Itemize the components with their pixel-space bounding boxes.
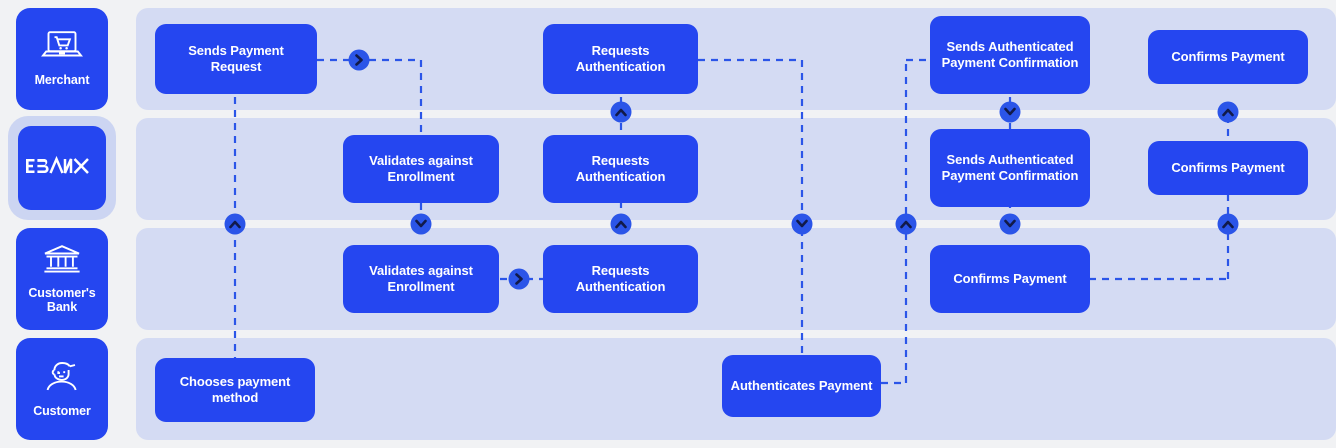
ebanx-logo	[25, 154, 99, 183]
swimlane-bank	[136, 228, 1336, 330]
node-sends-authenticated-payment-confirmation-ebanx[interactable]: Sends Authenticated Payment Confirmation	[930, 129, 1090, 207]
actor-column: Merchant	[0, 0, 130, 448]
laptop-cart-icon	[40, 31, 84, 66]
node-validates-against-enrollment-ebanx[interactable]: Validates against Enrollment	[343, 135, 499, 203]
actor-label-bank: Customer's Bank	[28, 285, 96, 314]
swimlane-ebanx	[136, 118, 1336, 220]
node-validates-against-enrollment-bank[interactable]: Validates against Enrollment	[343, 245, 499, 313]
node-sends-authenticated-payment-confirmation-merchant[interactable]: Sends Authenticated Payment Confirmation	[930, 16, 1090, 94]
node-confirms-payment-bank[interactable]: Confirms Payment	[930, 245, 1090, 313]
actor-card-ebanx[interactable]	[8, 116, 116, 220]
person-icon	[39, 360, 85, 397]
node-chooses-payment-method[interactable]: Chooses payment method	[155, 358, 315, 422]
node-confirms-payment-ebanx[interactable]: Confirms Payment	[1148, 141, 1308, 195]
actor-label-merchant: Merchant	[34, 72, 90, 87]
node-requests-authentication-ebanx[interactable]: Requests Authentication	[543, 135, 698, 203]
node-confirms-payment-merchant[interactable]: Confirms Payment	[1148, 30, 1308, 84]
node-requests-authentication-merchant[interactable]: Requests Authentication	[543, 24, 698, 94]
node-requests-authentication-bank[interactable]: Requests Authentication	[543, 245, 698, 313]
bank-icon	[41, 244, 83, 279]
actor-label-customer: Customer	[33, 403, 91, 418]
actor-card-bank[interactable]: Customer's Bank	[16, 228, 108, 330]
node-authenticates-payment[interactable]: Authenticates Payment	[722, 355, 881, 417]
swimlane-container	[136, 0, 1336, 448]
node-sends-payment-request[interactable]: Sends Payment Request	[155, 24, 317, 94]
actor-card-customer[interactable]: Customer	[16, 338, 108, 440]
actor-card-merchant[interactable]: Merchant	[16, 8, 108, 110]
